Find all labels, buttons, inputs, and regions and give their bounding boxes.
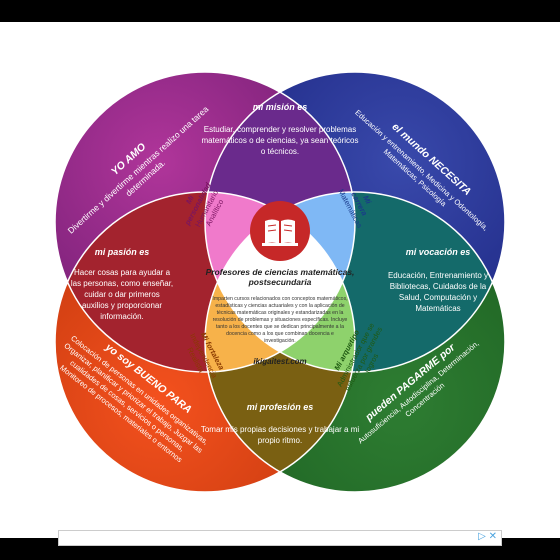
passion-body-line: información.: [100, 312, 144, 321]
passion-body-line: auxilios y proporcionar: [82, 301, 162, 310]
center-title-line: Profesores de ciencias matemáticas,: [206, 267, 355, 277]
book-icon: [250, 201, 310, 261]
mission-body-line: o técnicos.: [261, 147, 299, 156]
vocation-body-line: Educación, Entrenamiento y: [388, 271, 488, 280]
center-body-line: estadísticas y ciencias actuariales y co…: [215, 303, 344, 309]
center-body-line: resolución de problemas y situaciones es…: [213, 317, 348, 323]
vocation-body-line: Bibliotecas, Cuidados de la: [390, 282, 487, 291]
mission-title: mi misión es: [253, 102, 308, 112]
center-body-line: Imparten cursos relacionados con concept…: [212, 296, 347, 302]
ad-close-icon[interactable]: ▷ ✕: [478, 531, 497, 542]
passion-body-line: las personas, como enseñar,: [71, 279, 173, 288]
center-body-line: docencia como a los que combinan docenci…: [226, 331, 334, 337]
ad-banner[interactable]: ▷ ✕: [58, 530, 502, 546]
passion-title: mi pasión es: [95, 247, 150, 257]
center-body-line: tanto a los docentes que se dedican prin…: [216, 324, 344, 330]
vocation-body-line: Matemáticas: [415, 304, 460, 313]
center-body-line: técnicas matemáticas originales y estand…: [217, 310, 344, 316]
mission-body-line: matemáticos o de ciencias, ya sean teóri…: [202, 136, 359, 145]
center-body-line: investigación.: [264, 338, 295, 344]
ikigai-infographic: YO AMO Divertirme y divertirme mientras …: [0, 22, 560, 538]
center-title-line: postsecundaria: [248, 277, 312, 287]
vocation-title: mi vocación es: [406, 247, 471, 257]
site-link[interactable]: ikigaitest.com: [253, 357, 306, 366]
vocation-body-line: Salud, Computación y: [399, 293, 477, 302]
mission-body-line: Estudiar, comprender y resolver problema…: [204, 125, 357, 134]
profession-body-line: Tomar mis propias decisiones y trabajar …: [201, 425, 360, 434]
ikigai-venn-diagram: YO AMO Divertirme y divertirme mientras …: [54, 71, 506, 493]
passion-body-line: cuidar o dar primeros: [84, 290, 160, 299]
profession-body-line: propio ritmo.: [258, 436, 302, 445]
profession-title: mi profesión es: [247, 402, 314, 412]
passion-body-line: Hacer cosas para ayudar a: [74, 268, 171, 277]
